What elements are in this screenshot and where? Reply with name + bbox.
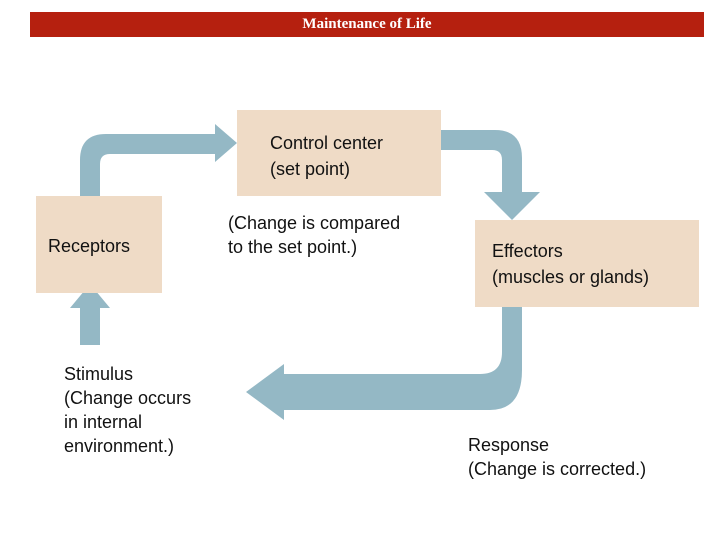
comparison-note: (Change is compared to the set point.) [228,213,401,257]
effectors-label: Effectors (muscles or glands) [492,241,650,287]
control-center-label: Control center (set point) [270,133,384,179]
control-center-box: Control center (set point) [237,110,441,196]
header-bar: Maintenance of Life [30,12,704,37]
response-note: Response (Change is corrected.) [468,435,647,479]
arrow-stimulus-to-receptors [70,284,110,345]
arrow-control-to-effectors [441,130,540,220]
effectors-box: Effectors (muscles or glands) [475,220,699,307]
stimulus-note: Stimulus (Change occurs in internal envi… [64,364,192,456]
page-title: Maintenance of Life [302,16,432,32]
receptors-label: Receptors [48,236,131,256]
arrow-effectors-to-response [246,307,522,420]
arrow-receptors-to-control [80,124,237,196]
receptors-box: Receptors [36,196,162,293]
